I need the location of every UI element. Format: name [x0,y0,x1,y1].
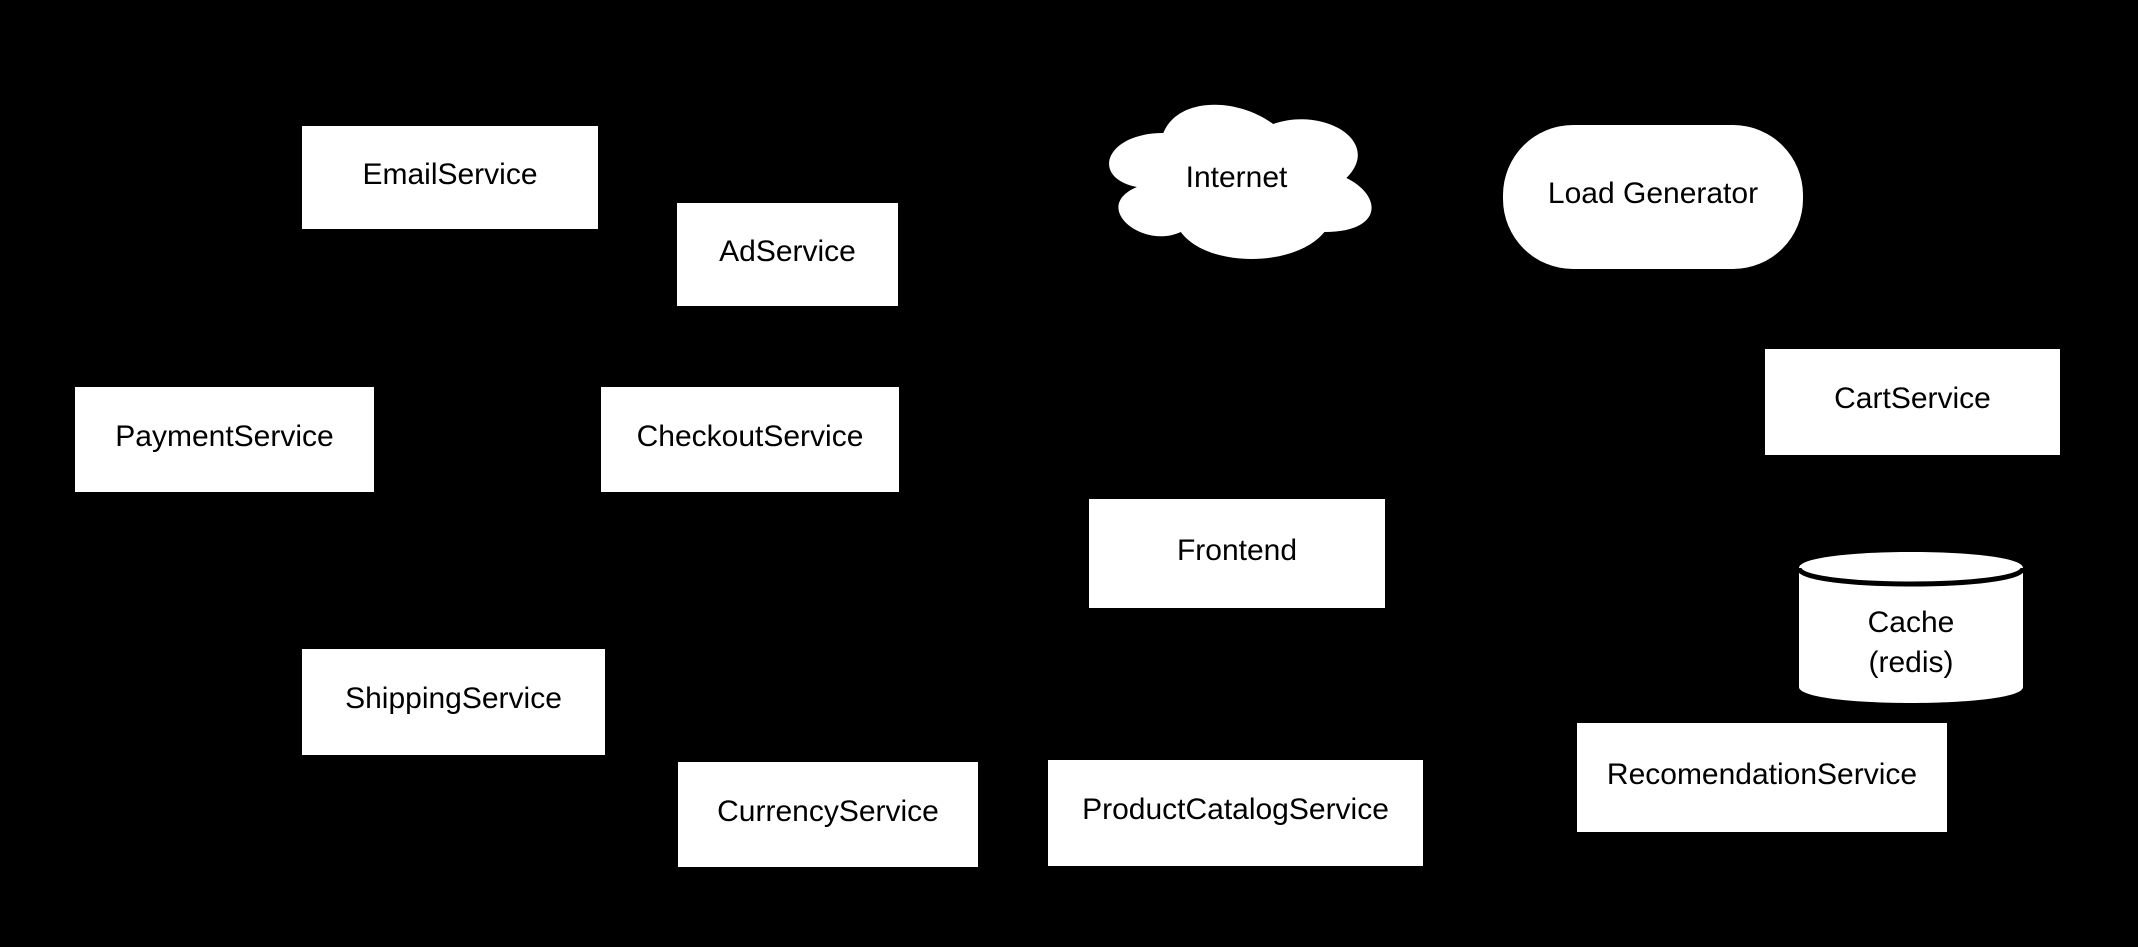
node-label: Frontend [1177,531,1297,571]
node-label-text: CheckoutService [636,419,864,453]
node-label-text: CurrencyService [717,794,939,828]
node-internet[interactable]: Internet [1090,88,1383,268]
node-label: CheckoutService [637,417,864,457]
node-shipping-service[interactable]: ShippingService [302,649,605,755]
node-label-text: ProductCatalogService [1082,793,1389,826]
node-label: RecomendationService [1607,755,1917,795]
node-label-text: ShippingService [345,682,562,715]
node-email-service[interactable]: EmailService [302,126,598,229]
node-checkout-service[interactable]: CheckoutService [601,387,899,492]
node-label: CartService [1834,379,1991,419]
node-label-text: Frontend [1176,533,1298,567]
node-label: Load Generator [1548,174,1758,214]
node-label-text: RecomendationService [1606,757,1918,791]
node-cache-redis[interactable]: Cache (redis) [1799,552,2023,703]
node-label: EmailService [362,155,537,195]
node-label: CurrencyService [717,792,939,832]
node-label-text: AdService [719,234,856,268]
node-label-text: CartService [1834,382,1991,415]
node-label-text: Internet [1185,161,1288,194]
node-label-text: EmailService [362,157,538,191]
node-label: ProductCatalogService [1082,790,1389,830]
node-payment-service[interactable]: PaymentService [75,387,374,492]
node-label: Cache (redis) [1868,573,1955,683]
node-label-text-line2: (redis) [1868,645,1954,679]
node-load-generator[interactable]: Load Generator [1503,125,1803,269]
node-currency-service[interactable]: CurrencyService [678,762,978,867]
node-label: ShippingService [345,679,562,719]
node-label: AdService [719,232,856,272]
node-frontend[interactable]: Frontend [1089,499,1385,608]
node-label-text: Load Generator [1547,177,1759,210]
node-recomendation-service[interactable]: RecomendationService [1577,723,1947,832]
node-label-text: PaymentService [115,419,334,453]
node-cart-service[interactable]: CartService [1765,349,2060,455]
node-label-text: Cache [1867,605,1955,639]
node-product-catalog-service[interactable]: ProductCatalogService [1048,760,1423,866]
node-label: Internet [1186,158,1288,198]
node-ad-service[interactable]: AdService [677,203,898,306]
node-label: PaymentService [115,417,333,457]
